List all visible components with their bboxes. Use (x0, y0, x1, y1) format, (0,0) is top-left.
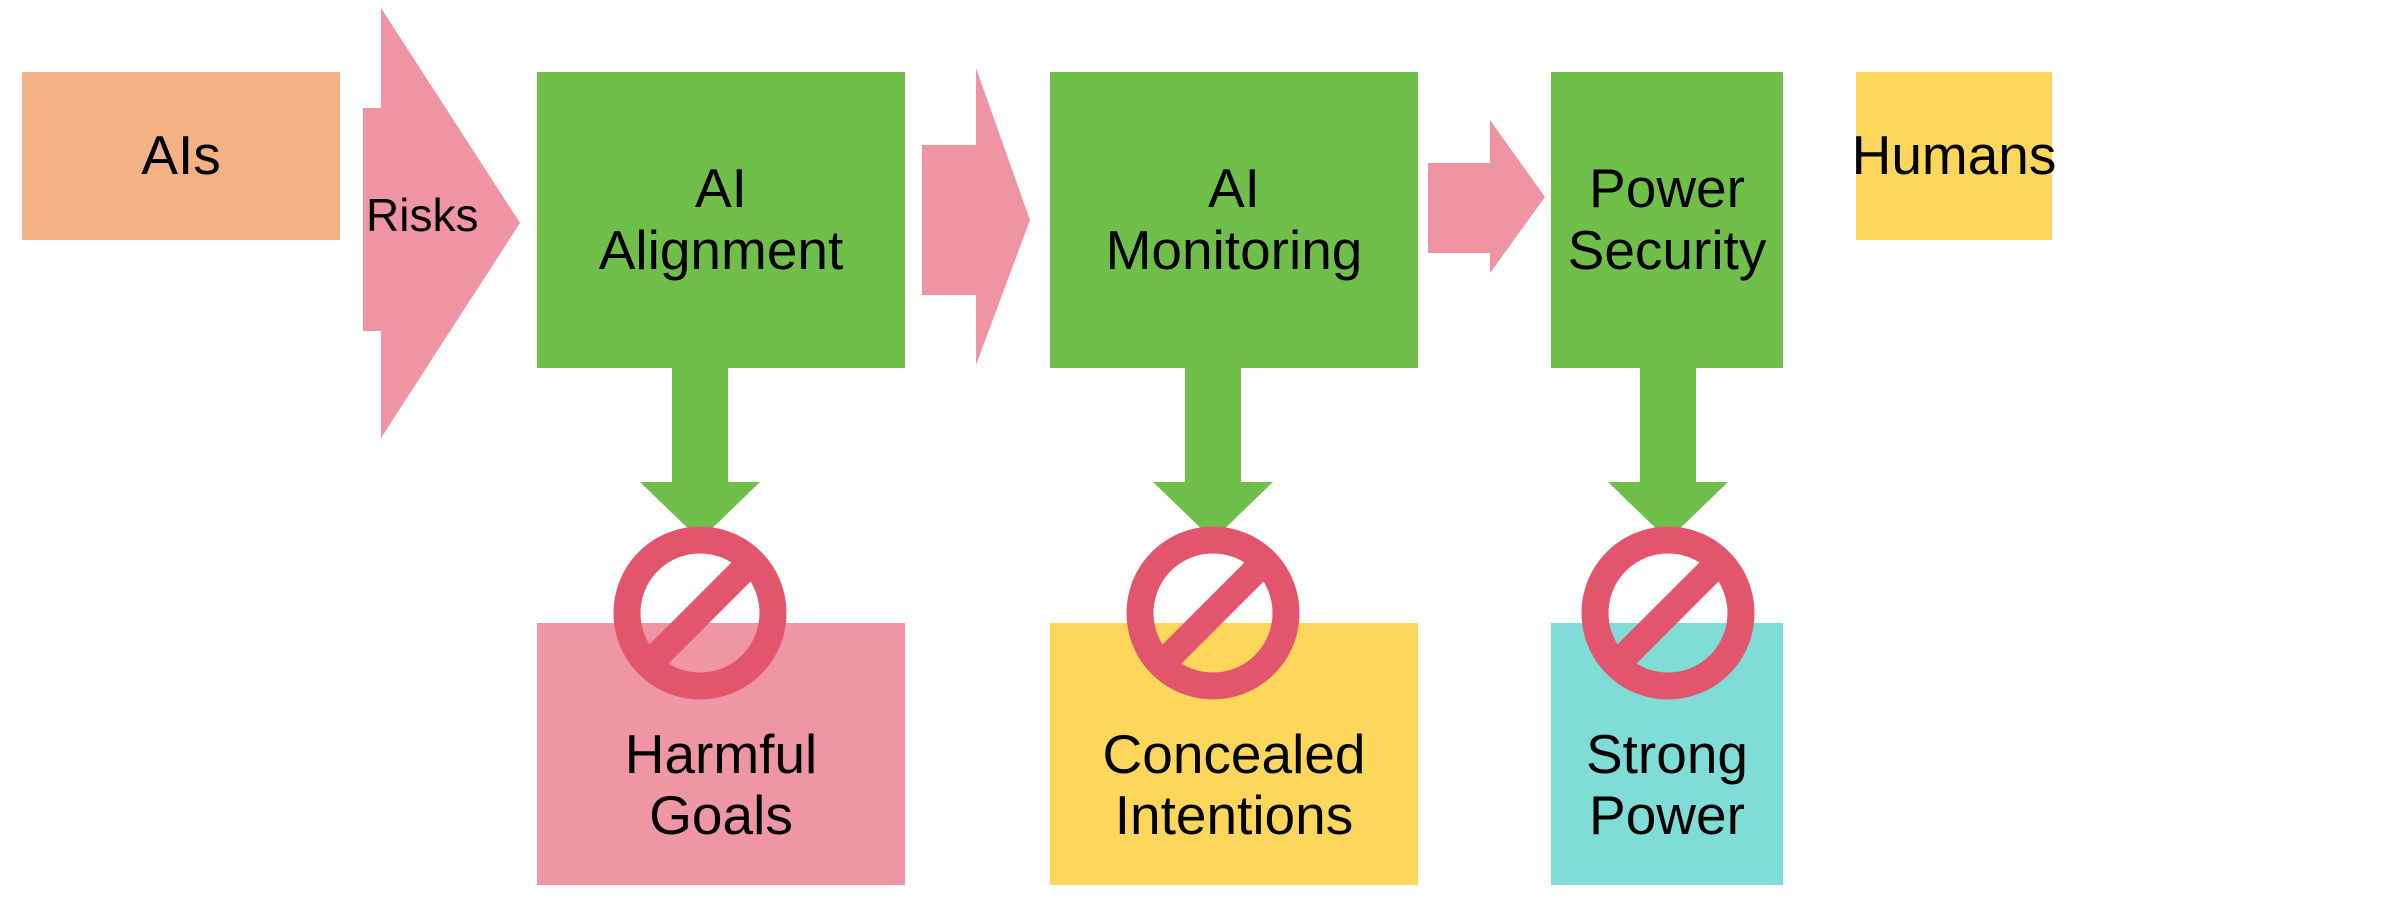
monitoring-arrow-shape (1428, 120, 1545, 273)
node-concealed-intentions[interactable]: Concealed Intentions (1050, 623, 1418, 885)
node-concealed-intentions-label: Concealed Intentions (1102, 722, 1366, 847)
node-ais-label: AIs (141, 124, 221, 187)
node-ai-alignment[interactable]: AI Alignment (537, 72, 905, 368)
no-harmful-goals-prohibition-icon (613, 526, 787, 700)
node-strong-power-label: Strong Power (1585, 722, 1749, 847)
node-ai-monitoring-label: AI Monitoring (1105, 157, 1363, 281)
node-ai-alignment-label: AI Alignment (598, 157, 844, 281)
no-strong-power-prohibition-icon (1581, 526, 1755, 700)
node-harmful-goals[interactable]: Harmful Goals (537, 623, 905, 885)
alignment-arrow-shape (922, 68, 1030, 365)
node-humans-label: Humans (1851, 124, 2057, 187)
security-down-arrow-shape (1608, 360, 1728, 540)
node-power-security[interactable]: Power Security (1551, 72, 1783, 368)
node-power-security-label: Power Security (1567, 157, 1767, 281)
node-ais[interactable]: AIs (22, 72, 340, 240)
node-humans[interactable]: Humans (1852, 72, 2056, 240)
alignment-down-arrow-shape (640, 360, 760, 540)
monitoring-down-arrow-shape (1153, 360, 1273, 540)
no-concealed-intentions-prohibition-icon (1126, 526, 1300, 700)
risks-arrow-label: Risks (366, 189, 479, 241)
node-strong-power[interactable]: Strong Power (1551, 623, 1783, 885)
node-harmful-goals-label: Harmful Goals (624, 722, 818, 847)
node-ai-monitoring[interactable]: AI Monitoring (1050, 72, 1418, 368)
